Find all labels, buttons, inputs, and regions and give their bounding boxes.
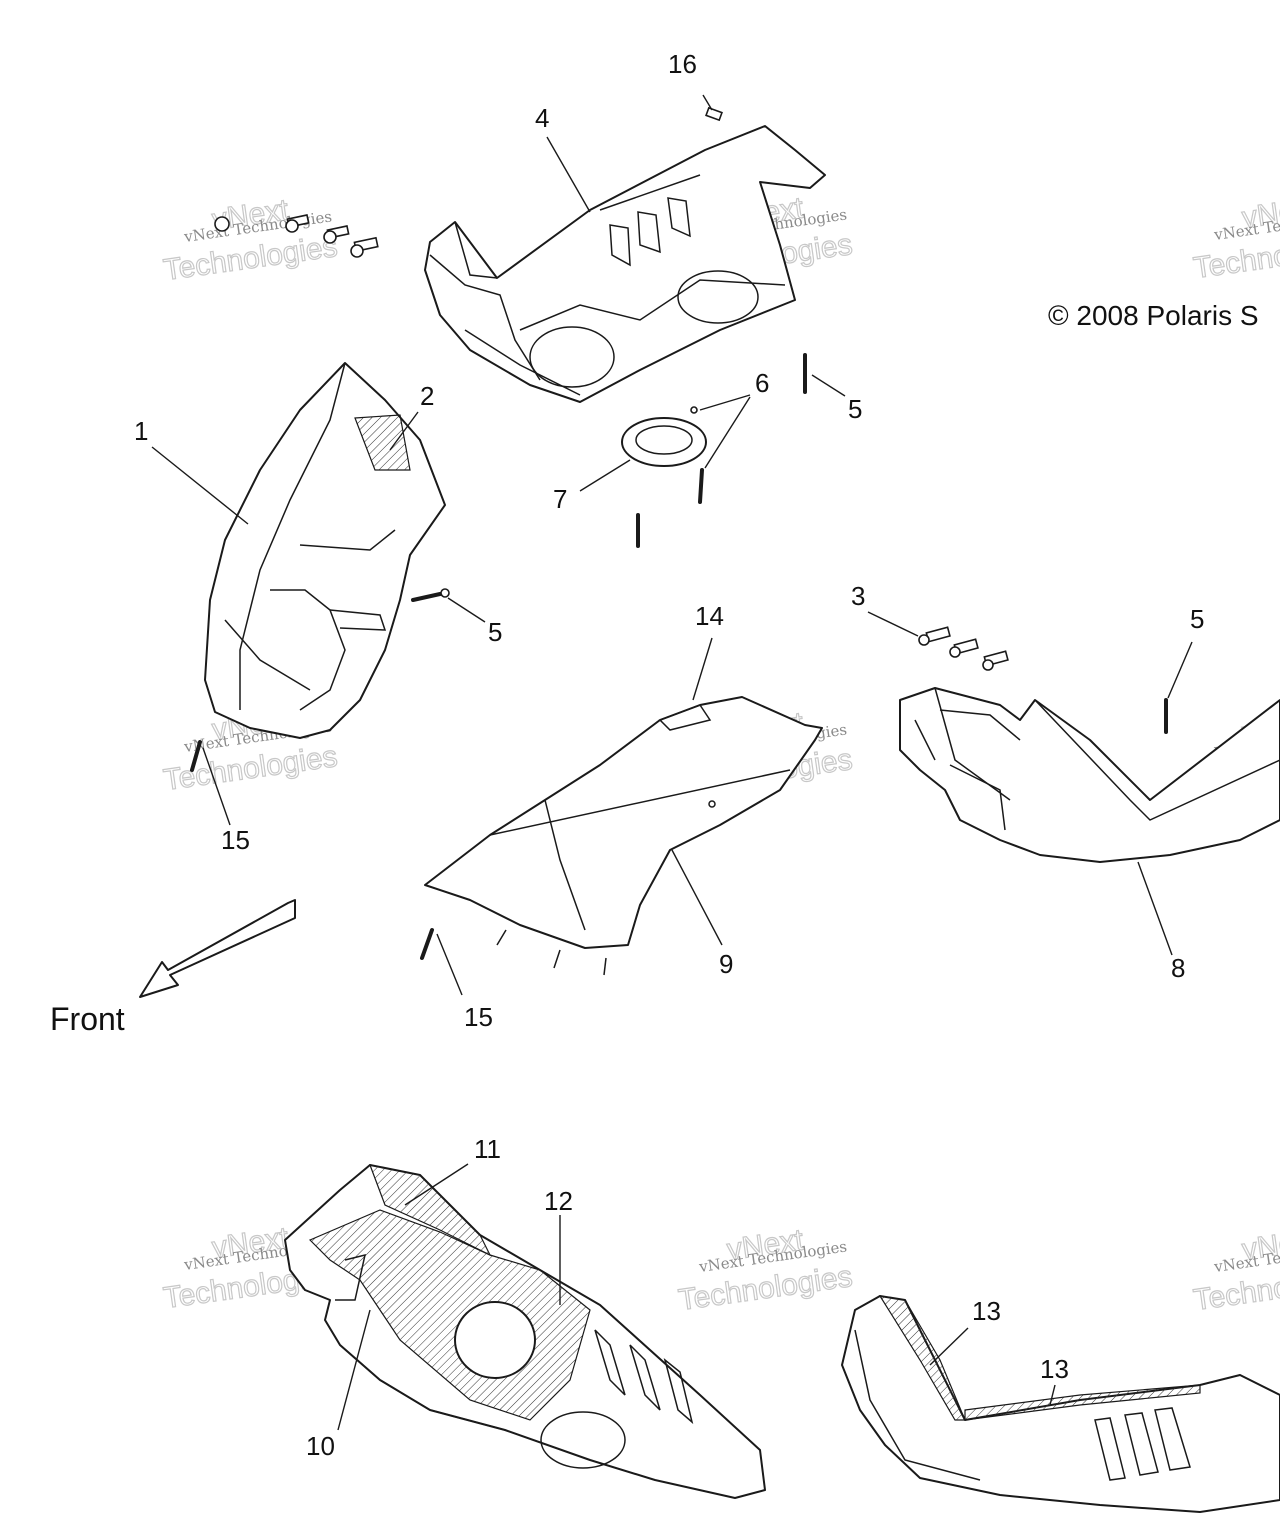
callout-3: 3 (851, 581, 865, 611)
watermark: vNext vNext Technologies Technologies (161, 193, 340, 288)
part-2-inner-panel (354, 414, 411, 471)
watermark: vNext vNext Technologies Technologies (1191, 191, 1280, 286)
part-8-rear-panel (899, 687, 1280, 863)
leader-4 (546, 136, 591, 213)
leader-8 (1137, 861, 1173, 956)
leader-2 (389, 411, 419, 451)
leader-13b (1049, 1384, 1056, 1406)
callout-2: 2 (420, 381, 434, 411)
callout-16: 16 (668, 49, 697, 79)
leader-13a (929, 1327, 969, 1366)
callout-15-center: 15 (464, 1002, 493, 1032)
callout-10: 10 (306, 1431, 335, 1461)
front-label: Front (50, 1001, 125, 1037)
callout-6: 6 (755, 368, 769, 398)
part-5-screw-fender (411, 588, 486, 623)
callout-5-top: 5 (848, 394, 862, 424)
part-1-front-fender (204, 362, 446, 739)
part-3-bolts (867, 611, 1009, 671)
callout-1: 1 (134, 416, 148, 446)
callout-5-right: 5 (1190, 604, 1204, 634)
callout-9: 9 (719, 949, 733, 979)
callout-13-lower: 13 (1040, 1354, 1069, 1384)
callout-11: 11 (474, 1134, 501, 1164)
front-direction-arrow (139, 899, 296, 998)
part-13-floor-panel-right (841, 1295, 1280, 1513)
leader-14 (692, 637, 713, 701)
part-9-side-panel (424, 696, 823, 976)
callout-7: 7 (553, 484, 567, 514)
watermark: vNext vNext Technologies Technologies (676, 1223, 855, 1318)
part-16-fastener (702, 94, 723, 122)
leader-1 (151, 446, 249, 525)
callout-5-fender: 5 (488, 617, 502, 647)
part-15-pin-left (190, 740, 231, 826)
callout-15-left: 15 (221, 825, 250, 855)
callout-14: 14 (695, 601, 724, 631)
callout-13-upper: 13 (972, 1296, 1001, 1326)
callout-8: 8 (1171, 953, 1185, 983)
bolt-set-top-left (214, 214, 379, 258)
leader-11 (404, 1163, 469, 1206)
part-6-pins (636, 394, 751, 548)
callout-4: 4 (535, 103, 549, 133)
part-7-grommet (579, 417, 707, 492)
watermark: vNext vNext Technologies Technologies (1191, 1223, 1280, 1318)
part-4-floor-panel (424, 125, 826, 403)
part-15-pin-center (420, 928, 463, 996)
leader-10 (337, 1309, 371, 1431)
part-5-rod-top (803, 353, 846, 397)
leader-9 (671, 849, 723, 946)
copyright-notice: © 2008 Polaris S (1048, 300, 1259, 331)
callout-12: 12 (544, 1186, 573, 1216)
part-10-floor-assembly (284, 1164, 766, 1499)
part-5-rod-right (1164, 641, 1193, 734)
